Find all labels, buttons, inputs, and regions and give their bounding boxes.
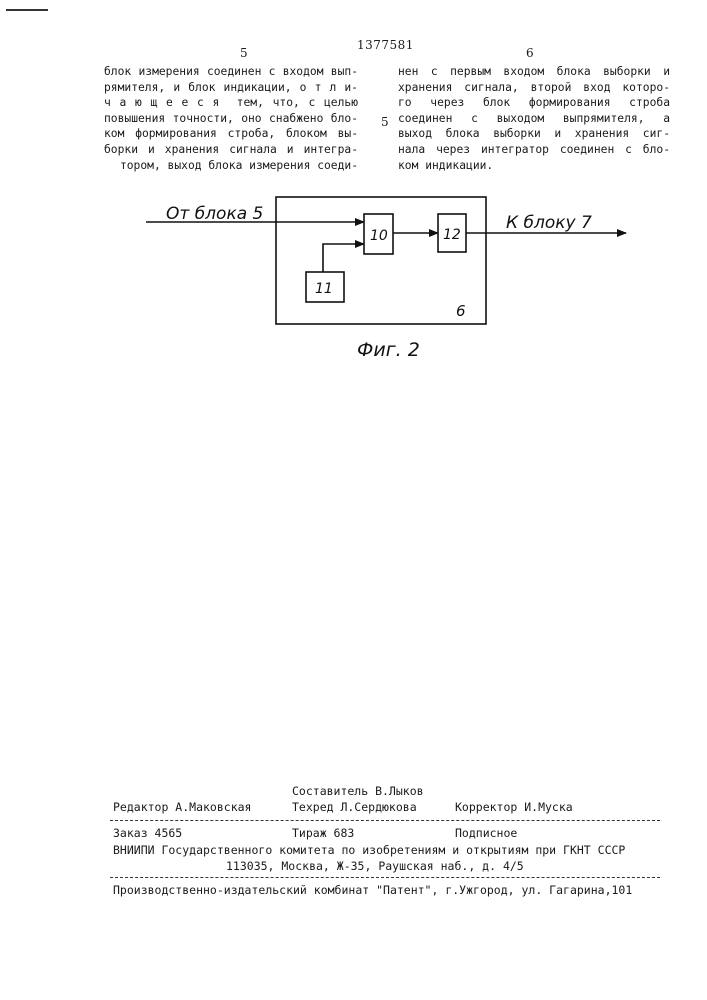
right-line: нала через интегратор соединен с бло- [398,142,670,158]
right-line: хранения сигнала, второй вход которо- [398,80,670,96]
block-11-label: 11 [315,281,333,297]
block-diagram: От блока 5 К блоку 7 10 12 11 6 Фиг. 2 [0,180,707,380]
block-10-label: 10 [370,228,388,244]
left-line: борки и хранения сигнала и интегра- [104,142,358,158]
order-line: Заказ 4565 [113,826,182,840]
right-text-column: нен с первым входом блока выборки и хран… [398,64,670,173]
editor-line: Редактор А.Маковская [113,800,251,814]
margin-line-number: 5 [381,115,389,129]
left-line: тором, выход блока измерения соеди- [104,158,358,174]
left-line: рямителя, и блок индикации, о т л и- [104,80,358,96]
techred-line: Техред Л.Сердюкова [292,800,417,814]
input-label: От блока 5 [166,204,263,224]
institute-line: ВНИИПИ Государственного комитета по изоб… [113,843,625,857]
right-line: выход блока выборки и хранения сиг- [398,126,670,142]
line-11-to-10 [323,244,364,272]
subscription-line: Подписное [455,826,517,840]
patent-number: 1377581 [357,38,414,52]
compiler-line: Составитель В.Лыков [292,784,424,798]
left-page-number: 5 [240,46,248,60]
output-label: К блоку 7 [506,213,592,233]
right-line: нен с первым входом блока выборки и [398,64,670,80]
right-line: ком индикации. [398,158,670,174]
corrector-line: Корректор И.Муска [455,800,573,814]
left-text-column: блок измерения соединен с входом вып- ря… [104,64,358,173]
left-line: ком формирования строба, блоком вы- [104,126,358,142]
figure-caption: Фиг. 2 [357,339,420,361]
printer-line: Производственно-издательский комбинат "П… [113,883,632,897]
right-line: го через блок формирования строба [398,95,670,111]
frame-label: 6 [456,302,466,320]
corner-mark [6,9,48,11]
right-page-number: 6 [526,46,534,60]
left-line: блок измерения соединен с входом вып- [104,64,358,80]
footer-divider-2 [110,877,660,878]
circulation-line: Тираж 683 [292,826,354,840]
right-line: соединен с выходом выпрямителя, а [398,111,670,127]
block-12-label: 12 [443,227,461,243]
left-line: повышения точности, оно снабжено бло- [104,111,358,127]
left-line: ч а ю щ е е с я тем, что, с целью [104,95,358,111]
footer-divider-1 [110,820,660,821]
address-line: 113035, Москва, Ж-35, Раушская наб., д. … [226,859,524,873]
